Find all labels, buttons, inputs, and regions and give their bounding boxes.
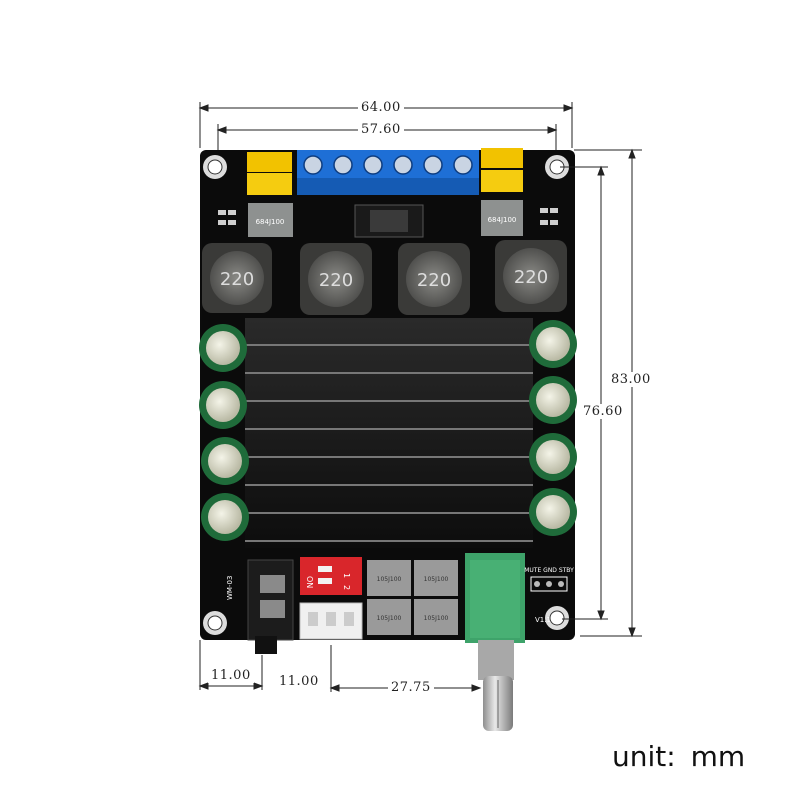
chip-ic: [354, 204, 424, 238]
inductor-label: 220: [514, 267, 548, 288]
electrolytic-capacitors-left: [199, 324, 249, 541]
dimension-height-holes: 76.60: [580, 404, 626, 419]
model-label: WM-03: [226, 576, 234, 600]
film-capacitor-left: 684J100: [248, 203, 293, 237]
inductor-4: 220: [495, 240, 567, 312]
screw-terminal-block: [297, 150, 479, 195]
film-cap-label: 105J100: [424, 615, 449, 622]
film-cap-label: 105J100: [424, 576, 449, 583]
version-label: V1.1: [535, 616, 551, 624]
cap-label-left: 684J100: [256, 218, 285, 226]
dimension-width-holes: 57.60: [358, 122, 404, 137]
dimension-offset-jack: 11.00: [276, 674, 322, 689]
dimension-lines: [198, 102, 642, 692]
pin-header: MUTE GND STBY V1.1: [524, 567, 574, 624]
inductor-1: 220: [202, 243, 272, 313]
potentiometer: [465, 553, 525, 731]
dip-2-label: 2: [342, 585, 351, 590]
dimension-height-total: 83.00: [608, 372, 654, 387]
mounting-hole-bottom-left: [203, 611, 227, 635]
inductor-2: 220: [300, 243, 372, 315]
inductor-label: 220: [220, 269, 254, 290]
film-cap-label: 105J100: [377, 576, 402, 583]
yellow-capacitors-left: [247, 152, 292, 195]
white-connector: [299, 602, 363, 640]
film-cap-label: 105J100: [377, 615, 402, 622]
heatsink: [245, 318, 533, 548]
smd-components: [218, 208, 558, 225]
unit-label: unit: mm: [612, 740, 746, 773]
dimension-offset-pot: 27.75: [388, 680, 434, 695]
dimension-offset-left: 11.00: [208, 668, 254, 683]
film-capacitor-right: 684J100: [481, 200, 523, 236]
mounting-hole-top-left: [203, 155, 227, 179]
electrolytic-capacitors-right: [529, 320, 577, 536]
film-capacitors-bottom: 105J100 105J100 105J100 105J100: [367, 560, 458, 635]
dip-1-label: 1: [342, 573, 351, 578]
dimension-width-total: 64.00: [358, 100, 404, 115]
audio-jack: [247, 559, 294, 654]
yellow-capacitors-right: [481, 148, 523, 192]
cap-label-right: 684J100: [488, 216, 517, 224]
inductor-3: 220: [398, 243, 470, 315]
header-label: MUTE GND STBY: [524, 567, 574, 574]
dip-on-label: ON: [305, 576, 314, 588]
inductor-label: 220: [319, 270, 353, 291]
dip-switch: ON 1 2: [300, 557, 362, 595]
inductor-label: 220: [417, 270, 451, 291]
mounting-hole-bottom-right: [545, 606, 569, 630]
